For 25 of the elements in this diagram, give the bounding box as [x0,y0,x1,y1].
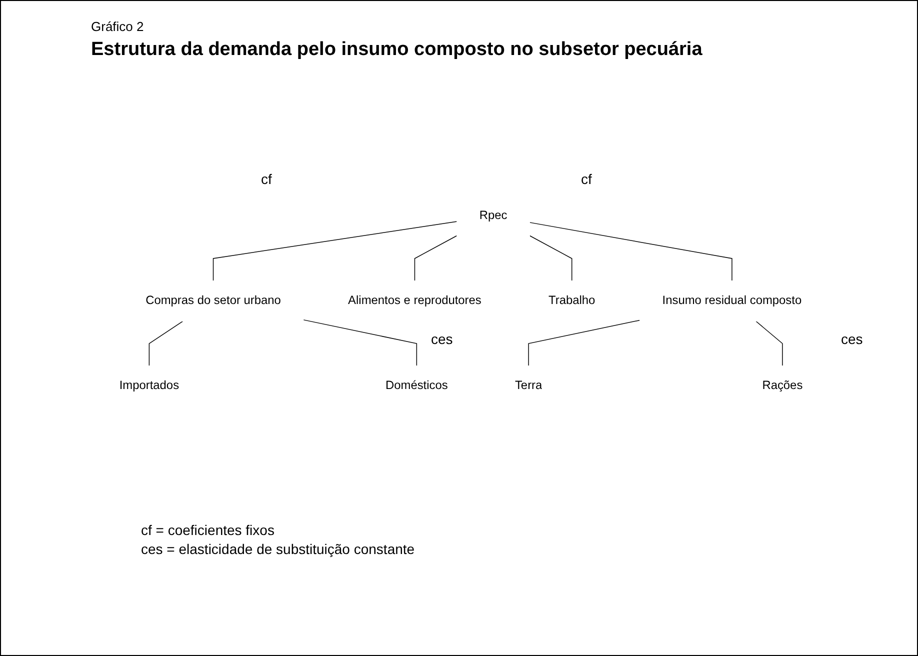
connector [528,320,640,366]
branch-label: cf [581,171,592,187]
note-text: ces = elasticidade de substituição constante [141,540,415,559]
connector [755,320,783,366]
connector [414,235,458,282]
figure-number: Gráfico 2 [91,19,144,34]
connector [529,235,572,282]
connector [212,221,458,282]
node-text: Rações [762,379,803,392]
node-text: Alimentos e reprodutores [348,294,482,307]
node-text: Terra [514,379,542,392]
node-text: Insumo residual composto [662,294,802,307]
branch-label: ces [841,331,863,347]
node-text: Compras do setor urbano [146,294,281,307]
diagram-title: Estrutura da demanda pelo insumo composto no subsetor pecuária [91,39,704,61]
connector [302,319,418,366]
branch-label: ces [431,331,453,347]
node-text: Rpec [479,209,508,222]
node-text: Trabalho [548,294,596,307]
node-text: Importados [119,379,180,392]
connector [148,320,184,366]
note-text: cf = coeficientes fixos [141,521,276,540]
branch-label: cf [261,171,272,187]
node-text: Domésticos [385,379,448,392]
connector [529,222,732,282]
